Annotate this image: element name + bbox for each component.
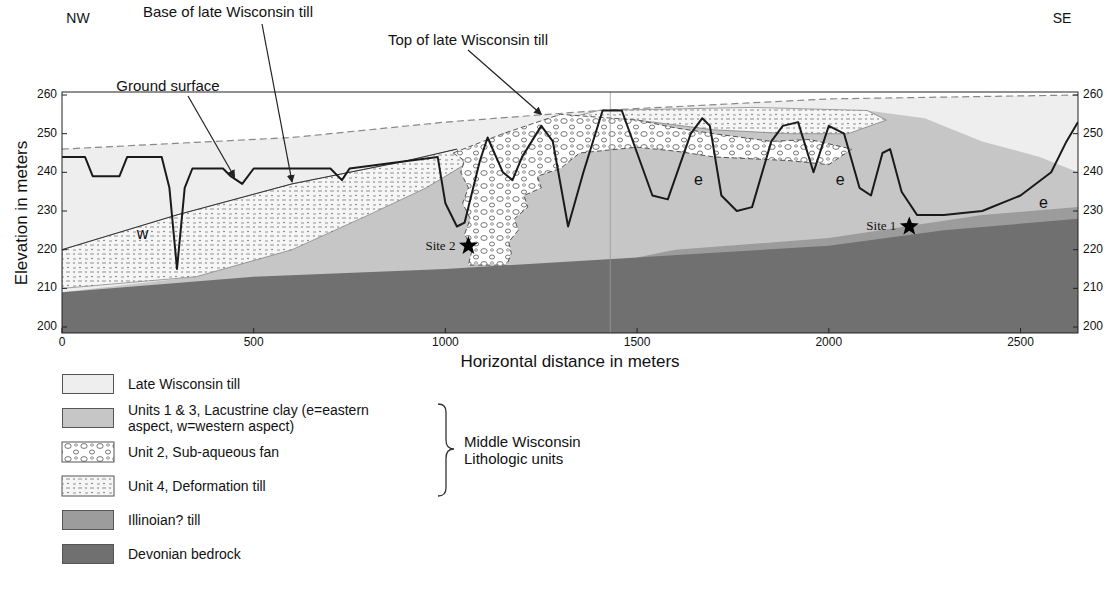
axis-tick: 230 xyxy=(1083,204,1103,218)
ground-surface xyxy=(62,111,1078,270)
legend-text: Unit 4, Deformation till xyxy=(128,478,266,494)
legend-text: Devonian bedrock xyxy=(128,546,241,562)
tick xyxy=(62,172,67,173)
axis-tick: 200 xyxy=(37,320,57,334)
axis-tick: 2000 xyxy=(815,336,842,350)
leader-line xyxy=(188,96,235,177)
legend-brace xyxy=(438,404,454,496)
unit-letter: e xyxy=(836,171,845,189)
tick xyxy=(62,327,67,328)
legend-swatch xyxy=(62,408,114,428)
axis-tick: 0 xyxy=(59,336,66,350)
compass-label: NW xyxy=(66,10,89,26)
tick xyxy=(1073,327,1078,328)
tick xyxy=(62,328,63,333)
tick xyxy=(62,133,67,134)
tick xyxy=(1073,211,1078,212)
tick xyxy=(828,328,829,333)
legend-text: Late Wisconsin till xyxy=(128,376,240,392)
axis-tick: 250 xyxy=(37,127,57,141)
axis-tick: 220 xyxy=(1083,243,1103,257)
axis-tick: 210 xyxy=(1083,281,1103,295)
axis-tick: 260 xyxy=(1083,88,1103,102)
axis-tick: 240 xyxy=(37,165,57,179)
tick xyxy=(1073,133,1078,134)
tick xyxy=(253,328,254,333)
legend-text: Illinoian? till xyxy=(128,512,200,528)
axis-tick: 1500 xyxy=(624,336,651,350)
axis-tick: 500 xyxy=(244,336,264,350)
bedrock xyxy=(62,219,1078,333)
pattern-swatch xyxy=(62,476,114,496)
compass-label: SE xyxy=(1053,10,1072,26)
tick xyxy=(445,328,446,333)
legend-text: Unit 2, Sub-aqueous fan xyxy=(128,444,279,460)
section-layers xyxy=(62,92,1078,333)
unit-letter: e xyxy=(1039,194,1048,212)
site-label: Site 2 xyxy=(425,238,455,253)
site-star xyxy=(459,236,478,254)
tick xyxy=(1073,95,1078,96)
tick xyxy=(1073,288,1078,289)
tick xyxy=(637,328,638,333)
legend-swatch xyxy=(62,374,114,394)
lacustrine-clay xyxy=(62,111,1078,334)
legend-swatch xyxy=(62,510,114,530)
tick xyxy=(62,288,67,289)
axis-tick: 220 xyxy=(37,243,57,257)
tick xyxy=(62,249,67,250)
axis-tick: 260 xyxy=(37,88,57,102)
site-star xyxy=(900,217,919,235)
axis-tick: 240 xyxy=(1083,165,1103,179)
pattern-swatch xyxy=(62,442,114,462)
callout-text: Top of late Wisconsin till xyxy=(388,31,548,48)
section-break xyxy=(610,92,611,333)
unit-letter: e xyxy=(694,171,703,189)
legend-text: Units 1 & 3, Lacustrine clay (e=eastern … xyxy=(128,402,413,434)
axis-title: Horizontal distance in meters xyxy=(460,352,679,372)
axis-tick: 250 xyxy=(1083,127,1103,141)
legend-group-label: Middle Wisconsin Lithologic units xyxy=(464,433,599,468)
callout-text: Ground surface xyxy=(116,77,219,94)
leader-line xyxy=(262,24,292,182)
axis-tick: 200 xyxy=(1083,320,1103,334)
late-till xyxy=(62,95,1078,333)
tick xyxy=(1020,328,1021,333)
axis-tick: 1000 xyxy=(432,336,459,350)
site-label: Site 1 xyxy=(866,219,896,234)
tick xyxy=(1073,172,1078,173)
plot-frame xyxy=(62,92,1078,333)
callout-text: Base of late Wisconsin till xyxy=(143,3,313,20)
tick xyxy=(1073,249,1078,250)
axis-tick: 210 xyxy=(37,281,57,295)
tick xyxy=(62,211,67,212)
axis-tick: 2500 xyxy=(1007,336,1034,350)
legend-swatch xyxy=(62,544,114,564)
till-base-line xyxy=(62,149,457,250)
leader-line xyxy=(468,50,541,114)
axis-tick: 230 xyxy=(37,204,57,218)
axis-title: Elevation in meters xyxy=(12,141,32,286)
unit-letter: w xyxy=(137,225,149,243)
tick xyxy=(62,95,67,96)
